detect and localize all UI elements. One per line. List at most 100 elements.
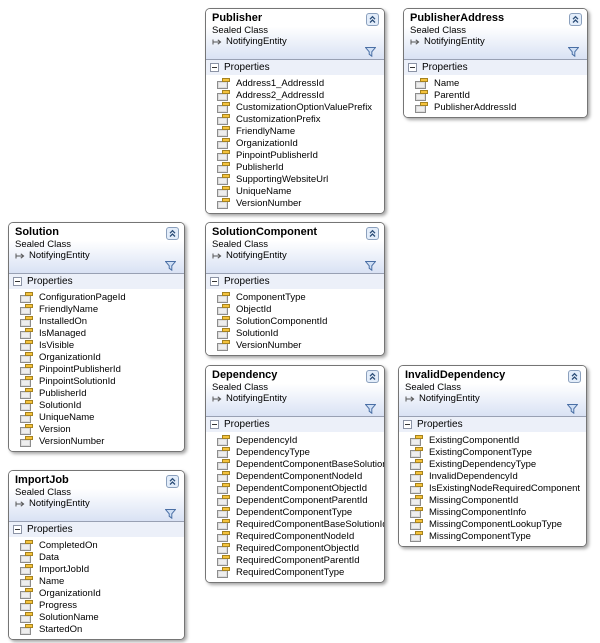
property-row[interactable]: CustomizationPrefix: [217, 113, 382, 125]
property-row[interactable]: UniqueName: [20, 411, 182, 423]
property-row[interactable]: ObjectId: [217, 303, 382, 315]
base-class-name: NotifyingEntity: [419, 393, 480, 404]
collapse-properties-icon[interactable]: [210, 63, 219, 72]
property-row[interactable]: Name: [415, 77, 585, 89]
property-row[interactable]: SolutionId: [217, 327, 382, 339]
property-row[interactable]: RequiredComponentParentId: [217, 554, 382, 566]
filter-icon[interactable]: [566, 404, 579, 415]
property-row[interactable]: VersionNumber: [217, 197, 382, 209]
property-row[interactable]: ParentId: [415, 89, 585, 101]
property-row[interactable]: StartedOn: [20, 623, 182, 635]
property-row[interactable]: PublisherId: [20, 387, 182, 399]
property-row[interactable]: Address2_AddressId: [217, 89, 382, 101]
filter-icon[interactable]: [364, 261, 377, 272]
property-row[interactable]: Version: [20, 423, 182, 435]
property-row[interactable]: MissingComponentType: [410, 530, 584, 542]
collapse-chevron-icon[interactable]: [166, 475, 179, 488]
collapse-properties-icon[interactable]: [210, 420, 219, 429]
property-row[interactable]: OrganizationId: [20, 587, 182, 599]
property-row[interactable]: InvalidDependencyId: [410, 470, 584, 482]
collapse-chevron-icon[interactable]: [366, 370, 379, 383]
property-row[interactable]: OrganizationId: [217, 137, 382, 149]
class-box-invaliddependency[interactable]: InvalidDependency Sealed Class Notifying…: [398, 365, 587, 547]
property-row[interactable]: UniqueName: [217, 185, 382, 197]
property-row[interactable]: DependentComponentType: [217, 506, 382, 518]
property-row[interactable]: Data: [20, 551, 182, 563]
property-row[interactable]: DependentComponentObjectId: [217, 482, 382, 494]
collapse-properties-icon[interactable]: [210, 277, 219, 286]
property-row[interactable]: ImportJobId: [20, 563, 182, 575]
properties-header[interactable]: Properties: [206, 274, 384, 289]
property-row[interactable]: DependencyType: [217, 446, 382, 458]
property-row[interactable]: CompletedOn: [20, 539, 182, 551]
property-row[interactable]: DependentComponentBaseSolutionId: [217, 458, 384, 470]
property-row[interactable]: DependentComponentNodeId: [217, 470, 382, 482]
property-list: Name ParentId PublisherAddressId: [404, 75, 587, 117]
class-box-importjob[interactable]: ImportJob Sealed Class NotifyingEntity P…: [8, 470, 185, 640]
collapse-properties-icon[interactable]: [13, 277, 22, 286]
properties-header[interactable]: Properties: [9, 522, 184, 537]
property-row[interactable]: PinpointSolutionId: [20, 375, 182, 387]
property-row[interactable]: IsManaged: [20, 327, 182, 339]
filter-icon[interactable]: [164, 509, 177, 520]
inherits-arrow-icon: [212, 252, 222, 260]
collapse-chevron-icon[interactable]: [366, 13, 379, 26]
property-row[interactable]: FriendlyName: [20, 303, 182, 315]
property-row[interactable]: FriendlyName: [217, 125, 382, 137]
property-row[interactable]: DependentComponentParentId: [217, 494, 382, 506]
property-row[interactable]: PinpointPublisherId: [20, 363, 182, 375]
filter-icon[interactable]: [567, 47, 580, 58]
property-row[interactable]: IsExistingNodeRequiredComponent: [410, 482, 584, 494]
property-row[interactable]: MissingComponentInfo: [410, 506, 584, 518]
property-row[interactable]: Address1_AddressId: [217, 77, 382, 89]
properties-header[interactable]: Properties: [404, 60, 587, 75]
collapse-properties-icon[interactable]: [13, 525, 22, 534]
property-row[interactable]: InstalledOn: [20, 315, 182, 327]
property-row[interactable]: SolutionName: [20, 611, 182, 623]
property-row[interactable]: MissingComponentLookupType: [410, 518, 584, 530]
property-row[interactable]: ExistingComponentType: [410, 446, 584, 458]
property-row[interactable]: SolutionId: [20, 399, 182, 411]
property-row[interactable]: PublisherAddressId: [415, 101, 585, 113]
property-row[interactable]: PinpointPublisherId: [217, 149, 382, 161]
class-box-publisheraddress[interactable]: PublisherAddress Sealed Class NotifyingE…: [403, 8, 588, 118]
properties-header[interactable]: Properties: [206, 417, 384, 432]
collapse-chevron-icon[interactable]: [568, 370, 581, 383]
filter-icon[interactable]: [164, 261, 177, 272]
property-row[interactable]: ExistingDependencyType: [410, 458, 584, 470]
class-box-solution[interactable]: Solution Sealed Class NotifyingEntity Pr…: [8, 222, 185, 452]
properties-header[interactable]: Properties: [9, 274, 184, 289]
collapse-properties-icon[interactable]: [408, 63, 417, 72]
property-row[interactable]: ExistingComponentId: [410, 434, 584, 446]
property-row[interactable]: VersionNumber: [20, 435, 182, 447]
property-row[interactable]: SolutionComponentId: [217, 315, 382, 327]
property-row[interactable]: RequiredComponentNodeId: [217, 530, 382, 542]
collapse-chevron-icon[interactable]: [569, 13, 582, 26]
property-row[interactable]: DependencyId: [217, 434, 382, 446]
property-row[interactable]: MissingComponentId: [410, 494, 584, 506]
property-row[interactable]: RequiredComponentBaseSolutionId: [217, 518, 384, 530]
property-row[interactable]: Progress: [20, 599, 182, 611]
property-row[interactable]: OrganizationId: [20, 351, 182, 363]
property-row[interactable]: IsVisible: [20, 339, 182, 351]
collapse-properties-icon[interactable]: [403, 420, 412, 429]
class-box-dependency[interactable]: Dependency Sealed Class NotifyingEntity …: [205, 365, 385, 583]
class-box-publisher[interactable]: Publisher Sealed Class NotifyingEntity P…: [205, 8, 385, 214]
property-row[interactable]: SupportingWebsiteUrl: [217, 173, 382, 185]
collapse-chevron-icon[interactable]: [166, 227, 179, 240]
properties-compartment: Properties ConfigurationPageId FriendlyN…: [9, 274, 184, 451]
property-row[interactable]: RequiredComponentType: [217, 566, 382, 578]
property-row[interactable]: CustomizationOptionValuePrefix: [217, 101, 382, 113]
property-row[interactable]: VersionNumber: [217, 339, 382, 351]
properties-header[interactable]: Properties: [399, 417, 586, 432]
property-row[interactable]: ComponentType: [217, 291, 382, 303]
filter-icon[interactable]: [364, 47, 377, 58]
collapse-chevron-icon[interactable]: [366, 227, 379, 240]
property-row[interactable]: ConfigurationPageId: [20, 291, 182, 303]
property-row[interactable]: PublisherId: [217, 161, 382, 173]
property-row[interactable]: Name: [20, 575, 182, 587]
property-row[interactable]: RequiredComponentObjectId: [217, 542, 382, 554]
class-box-solutioncomponent[interactable]: SolutionComponent Sealed Class Notifying…: [205, 222, 385, 356]
properties-header[interactable]: Properties: [206, 60, 384, 75]
filter-icon[interactable]: [364, 404, 377, 415]
